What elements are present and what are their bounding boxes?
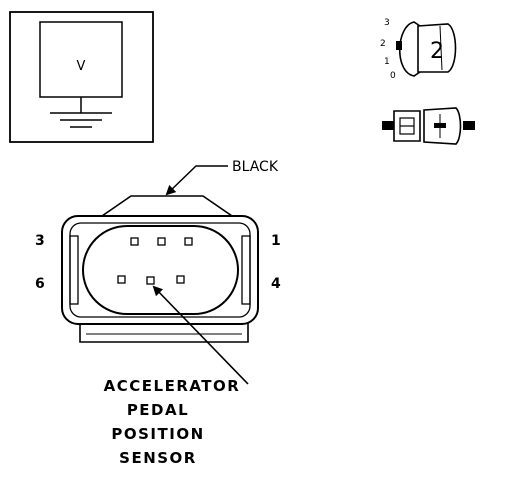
gauge-selector-icon: 3 2 1 0 2 xyxy=(380,18,457,81)
voltmeter-label: V xyxy=(77,59,86,74)
wire-color-callout: BLACK xyxy=(165,159,279,196)
gauge-number: 0 xyxy=(390,71,396,81)
pin-cavity xyxy=(184,237,193,246)
caption-line: SENSOR xyxy=(119,449,197,467)
gauge-number: 3 xyxy=(384,18,390,28)
pin-label-4: 4 xyxy=(271,276,281,292)
wire-color-label: BLACK xyxy=(232,159,279,175)
ground-symbol-icon xyxy=(50,112,112,128)
gauge-number: 1 xyxy=(384,57,390,67)
caption-line: PEDAL xyxy=(127,401,189,419)
gauge-number: 2 xyxy=(380,39,386,49)
pin-cavity xyxy=(146,276,155,285)
caption-line: POSITION xyxy=(111,425,204,443)
connector-side-icon xyxy=(382,107,475,145)
component-caption: ACCELERATOR PEDAL POSITION SENSOR xyxy=(104,377,241,467)
gauge-badge: 2 xyxy=(430,39,444,64)
pin-cavity xyxy=(157,237,166,246)
pin-label-6: 6 xyxy=(35,276,45,292)
voltmeter-symbol: V xyxy=(9,11,154,143)
pin-cavity xyxy=(130,237,139,246)
caption-line: ACCELERATOR xyxy=(104,377,241,395)
sensor-callout-arrow xyxy=(152,285,249,385)
pin-cavity xyxy=(117,275,126,284)
pin-label-1: 1 xyxy=(271,233,281,249)
sensor-connector xyxy=(61,195,259,343)
pin-label-3: 3 xyxy=(35,233,45,249)
pin-cavity xyxy=(176,275,185,284)
